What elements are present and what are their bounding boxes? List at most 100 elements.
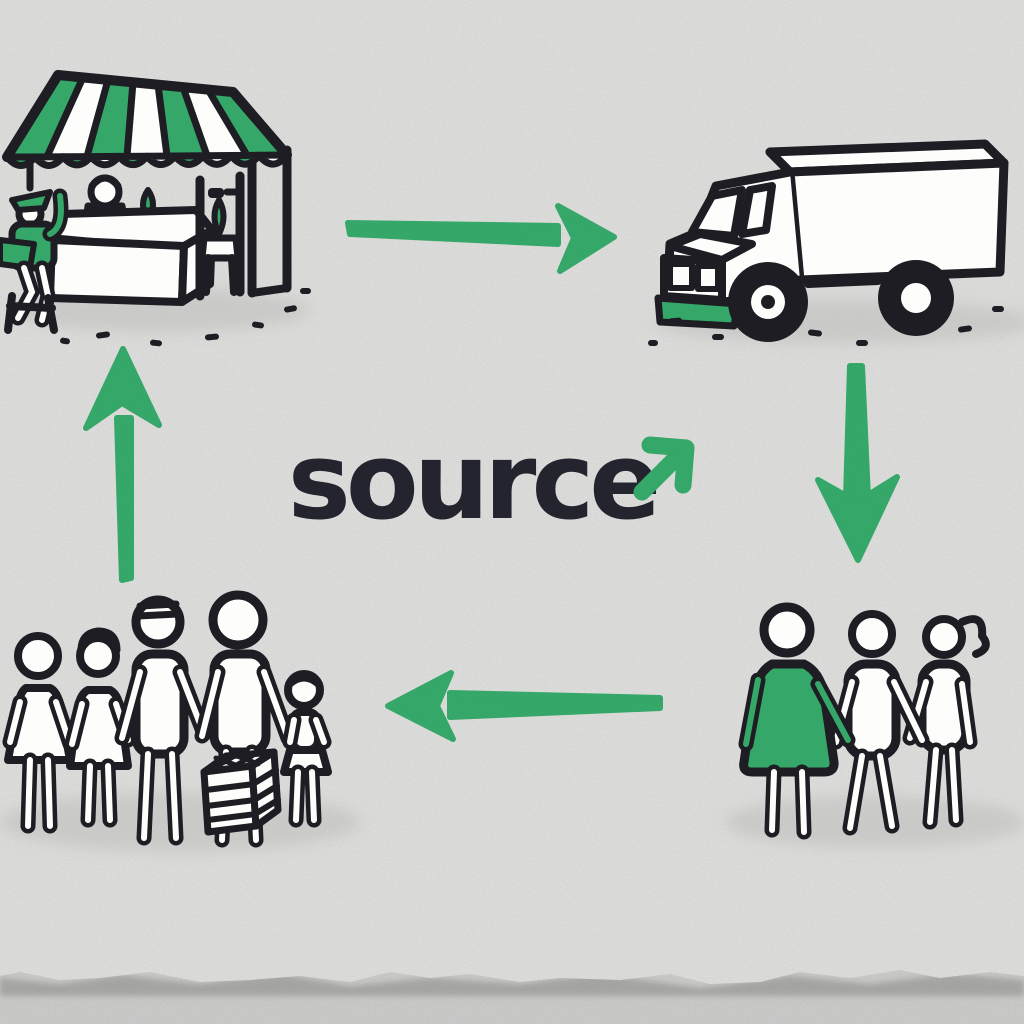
delivery-truck-icon: [648, 139, 1024, 346]
cycle-arrow-up: [83, 346, 162, 583]
counter-front: [46, 236, 188, 306]
stall-right-wall: [247, 145, 292, 298]
arrow-up-right-icon: [633, 436, 695, 501]
pebble: [60, 337, 70, 345]
family-girl-curly: [64, 627, 136, 828]
stall-ground-pebbles: [60, 288, 311, 347]
arrow-head: [83, 346, 162, 431]
awning-stripe: [183, 87, 247, 156]
pebble: [712, 334, 724, 340]
truck-windshield: [688, 186, 746, 240]
person-green-dress: [738, 602, 856, 840]
front-hub-dot: [761, 295, 775, 309]
pebble: [808, 329, 822, 337]
awning-stripe: [47, 77, 108, 157]
stall-awning: [2, 70, 292, 192]
arrow-shaft: [114, 415, 134, 583]
market-stall-icon: [0, 70, 311, 347]
right-arm-fill: [815, 681, 851, 743]
family-child: [280, 670, 332, 828]
pebble: [205, 333, 219, 341]
doorway-stand-top: [198, 234, 242, 262]
truck-rear-wheel: [878, 260, 954, 336]
person-middle: [828, 610, 930, 836]
rear-hub: [901, 283, 931, 313]
left-arm-fill: [287, 717, 297, 745]
family-woman: [2, 632, 78, 834]
right-arm-fill: [891, 679, 925, 743]
right-arm-fill: [261, 669, 291, 741]
doorway-stand-legs: [202, 254, 238, 296]
door-window: [208, 188, 224, 198]
logo-wordmark: source: [288, 420, 656, 543]
legs-fill: [769, 769, 807, 835]
awning-scallop: [59, 153, 95, 169]
cycle-arrow-right: [345, 203, 617, 274]
truck-side-window: [738, 182, 776, 238]
awning-scallop: [143, 152, 179, 169]
source-logo: source: [288, 420, 695, 543]
left-arm-fill: [743, 677, 761, 747]
arrow-shaft: [345, 220, 561, 247]
awning-outline: [2, 70, 292, 162]
pebble: [300, 288, 311, 294]
vendor-cap: [88, 174, 122, 190]
cycle-arrow-left: [385, 670, 663, 742]
doorway-leaf-icon: [211, 197, 227, 237]
awning-scallop: [199, 152, 235, 168]
cycle-arrow-down: [815, 363, 900, 563]
stall-counter: [46, 206, 216, 306]
pebble: [150, 339, 162, 347]
left-arm-fill: [199, 669, 221, 739]
crate-front-slats: [203, 781, 259, 823]
awning-stripe-seams: [43, 73, 251, 161]
awning-scallops: [3, 151, 291, 169]
customer-stool: [4, 292, 58, 334]
customer-hat: [9, 189, 53, 213]
awning-stripe: [158, 84, 207, 156]
people-holding-hands-icon: [725, 602, 1024, 848]
awning-scallop: [115, 152, 151, 169]
family-with-crate-icon: [0, 590, 360, 852]
pebble: [96, 331, 110, 339]
pebble: [284, 305, 297, 313]
right-arm-fill: [313, 717, 327, 745]
truck-hood: [666, 230, 756, 264]
legs-fill: [25, 757, 53, 829]
cap-stripes: [134, 600, 182, 620]
crate-top-weave: [211, 751, 261, 773]
truck-front-wheel: [728, 262, 808, 342]
awning-scallop: [171, 152, 207, 168]
awning-stripe: [87, 79, 133, 157]
arrow-shaft: [843, 363, 871, 501]
truck-front-grille-left: [667, 261, 695, 291]
left-arm-fill: [69, 701, 85, 747]
pebble: [648, 340, 658, 346]
pebble: [668, 317, 682, 325]
pebble: [856, 340, 868, 346]
produce-crate-icon: [200, 748, 282, 836]
legs-fill: [141, 751, 179, 841]
child-hair: [286, 674, 322, 688]
customer-raised-arm-fill: [47, 193, 64, 237]
stall-doorway: [195, 171, 245, 301]
logo-arrow-head: [641, 436, 695, 494]
awning-scallop: [227, 151, 263, 168]
arrow-head: [815, 474, 900, 563]
head: [848, 610, 896, 658]
truck-underside: [804, 277, 882, 288]
awning-stripe: [7, 75, 83, 157]
head: [14, 632, 62, 680]
head: [922, 615, 966, 659]
truck-box-side: [785, 158, 1009, 285]
stall-customer: [0, 188, 69, 334]
left-arm-fill: [7, 699, 23, 745]
truck-front-grille-right: [695, 263, 721, 292]
head: [76, 634, 120, 678]
left-arm-fill: [119, 669, 143, 741]
legs-fill: [927, 747, 959, 825]
pebble: [958, 325, 972, 333]
logo-arrow-shaft: [633, 443, 691, 501]
legs-fill: [847, 753, 895, 831]
